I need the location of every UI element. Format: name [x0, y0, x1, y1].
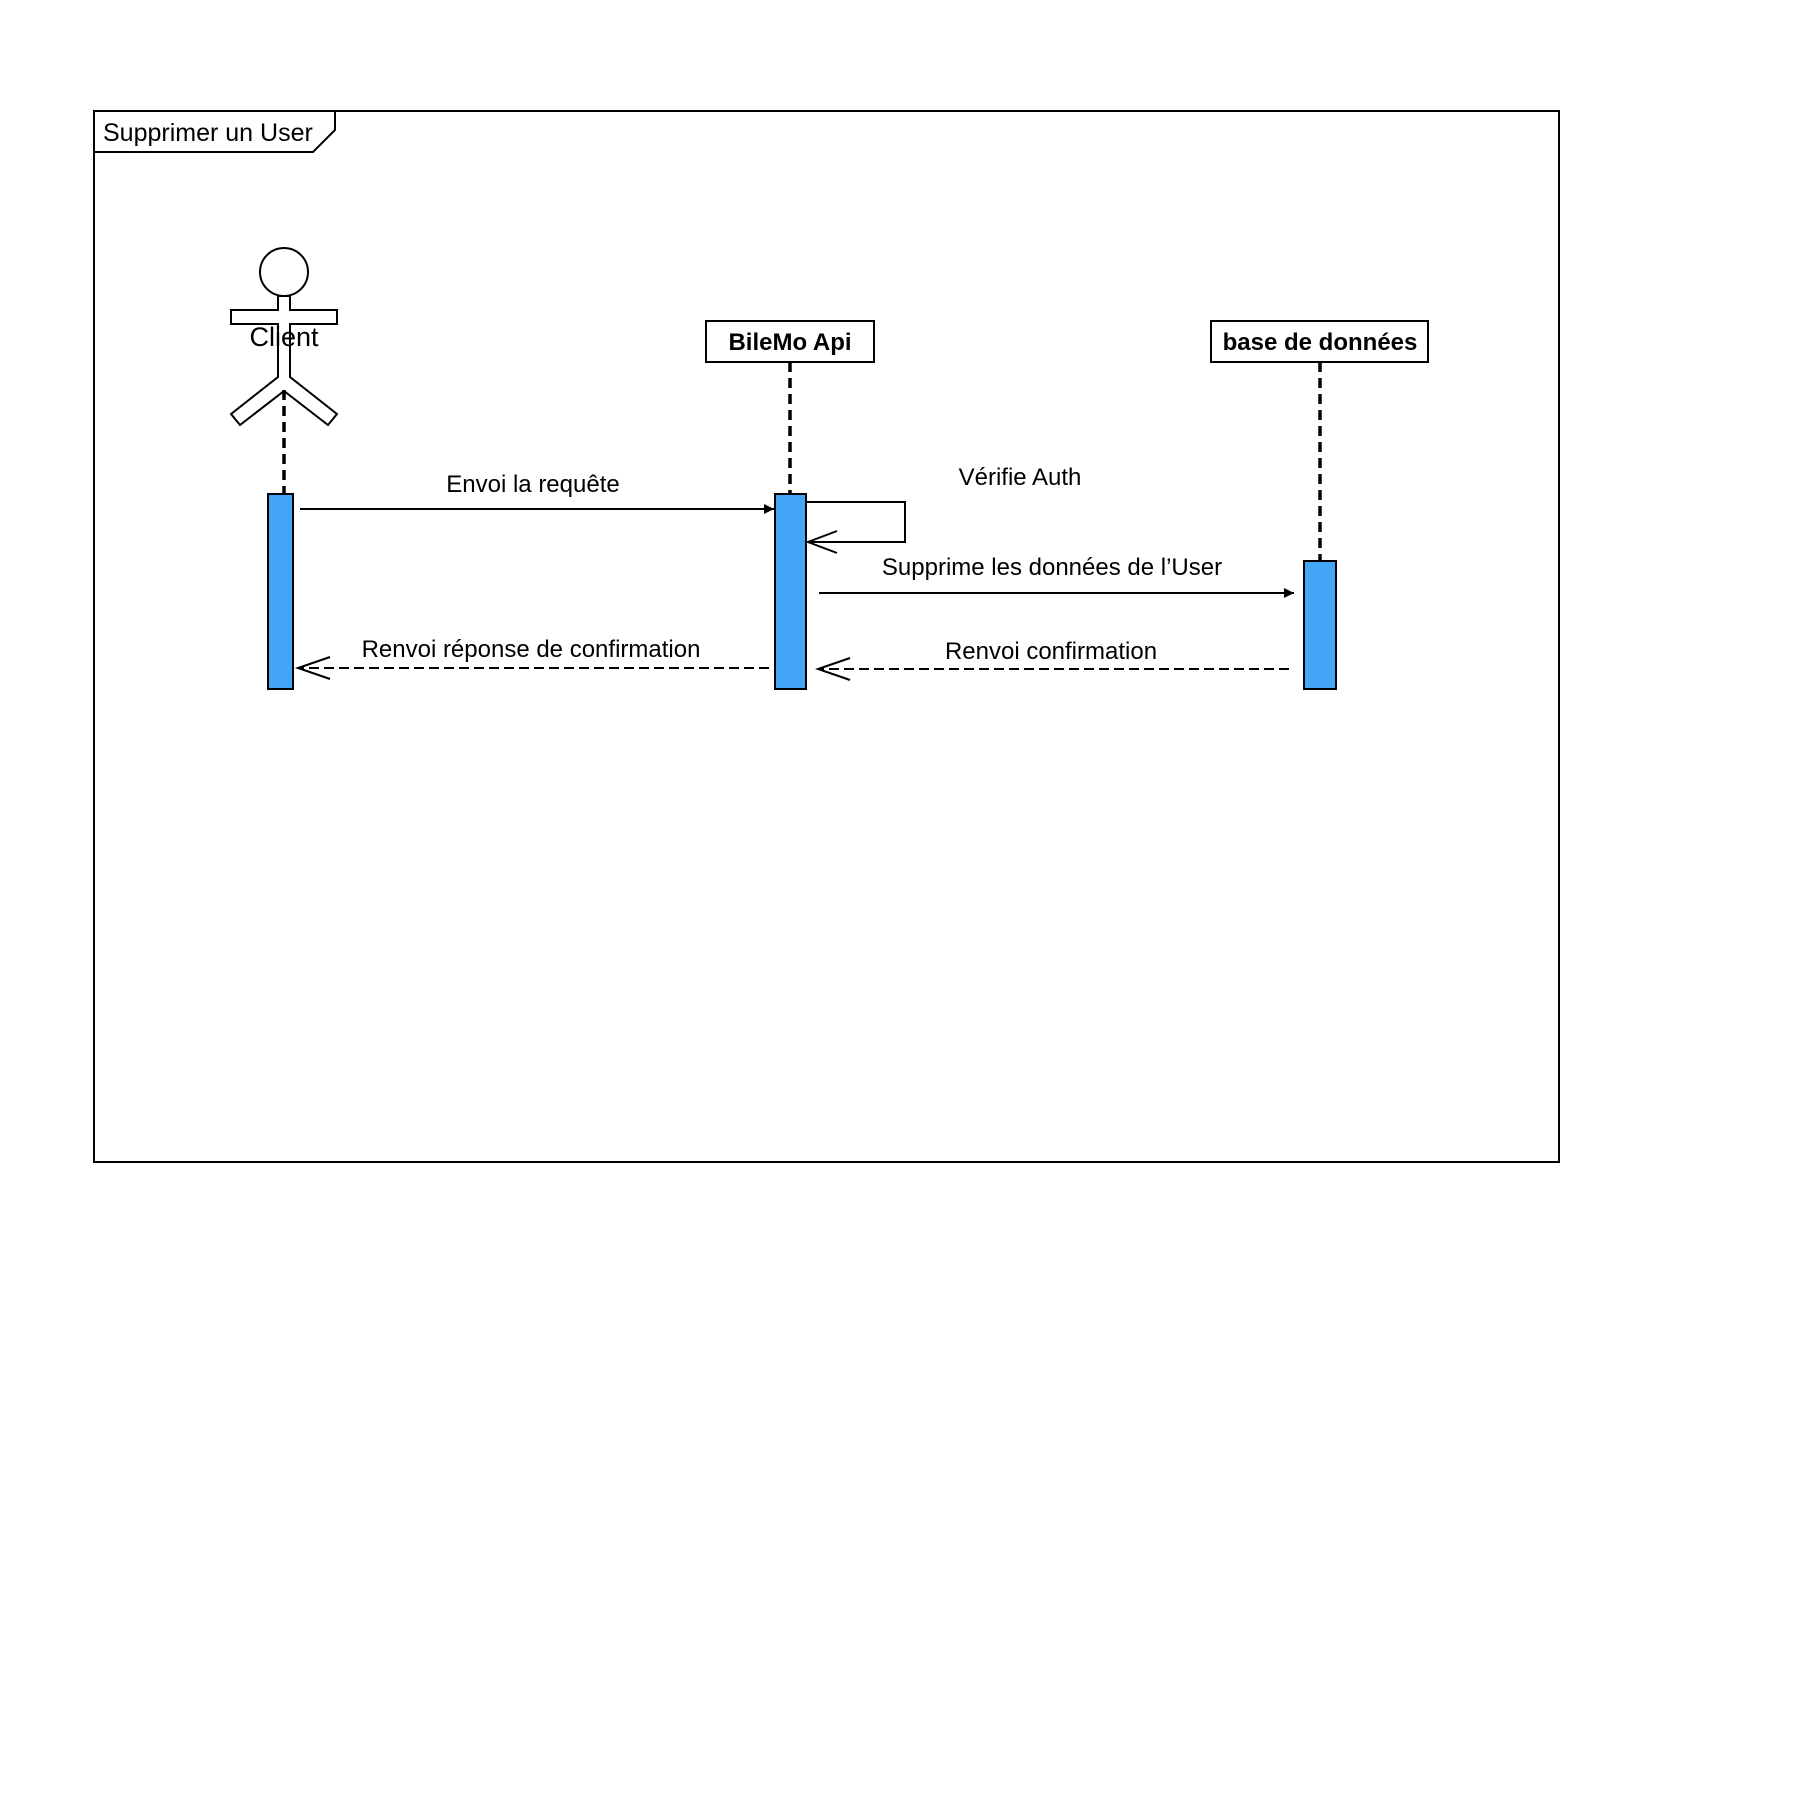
message-label: Renvoi réponse de confirmation: [362, 636, 701, 663]
participant-label-db: base de données: [1223, 329, 1418, 356]
participant-box-db: [1210, 320, 1429, 363]
open-arrowhead: [814, 657, 851, 681]
frame-title: Supprimer un User: [103, 119, 313, 147]
activation-bar-api: [774, 493, 807, 690]
participant-label-client: Client: [249, 322, 319, 352]
activation-bar-db: [1303, 560, 1337, 690]
message-label: Renvoi confirmation: [945, 638, 1157, 665]
participant-db: base de données: [1210, 320, 1429, 690]
message-label: Envoi la requête: [446, 471, 619, 498]
open-arrowhead: [805, 530, 838, 554]
open-arrowhead: [294, 656, 331, 680]
message-verify-auth: Vérifie Auth: [805, 464, 1082, 554]
participant-client: Client: [229, 247, 339, 690]
frame: Supprimer un User: [93, 110, 1560, 1163]
frame-title-tab: [94, 111, 336, 153]
participant-api: BileMo Api: [705, 320, 875, 690]
self-message-arrow: [806, 501, 906, 543]
message-return-confirmation: Renvoi confirmation: [814, 638, 1289, 681]
message-delete-user-data: Supprime les données de l’User: [819, 554, 1294, 598]
message-label: Supprime les données de l’User: [882, 554, 1222, 581]
participant-box-api: [705, 320, 875, 363]
actor-icon: [229, 247, 339, 427]
message-label: Vérifie Auth: [959, 464, 1082, 491]
activation-bar-client: [267, 493, 294, 690]
message-send-request: Envoi la requête: [300, 471, 774, 514]
participant-label-api: BileMo Api: [728, 329, 851, 356]
frame-border: [93, 110, 1560, 1163]
message-return-response: Renvoi réponse de confirmation: [294, 636, 769, 680]
